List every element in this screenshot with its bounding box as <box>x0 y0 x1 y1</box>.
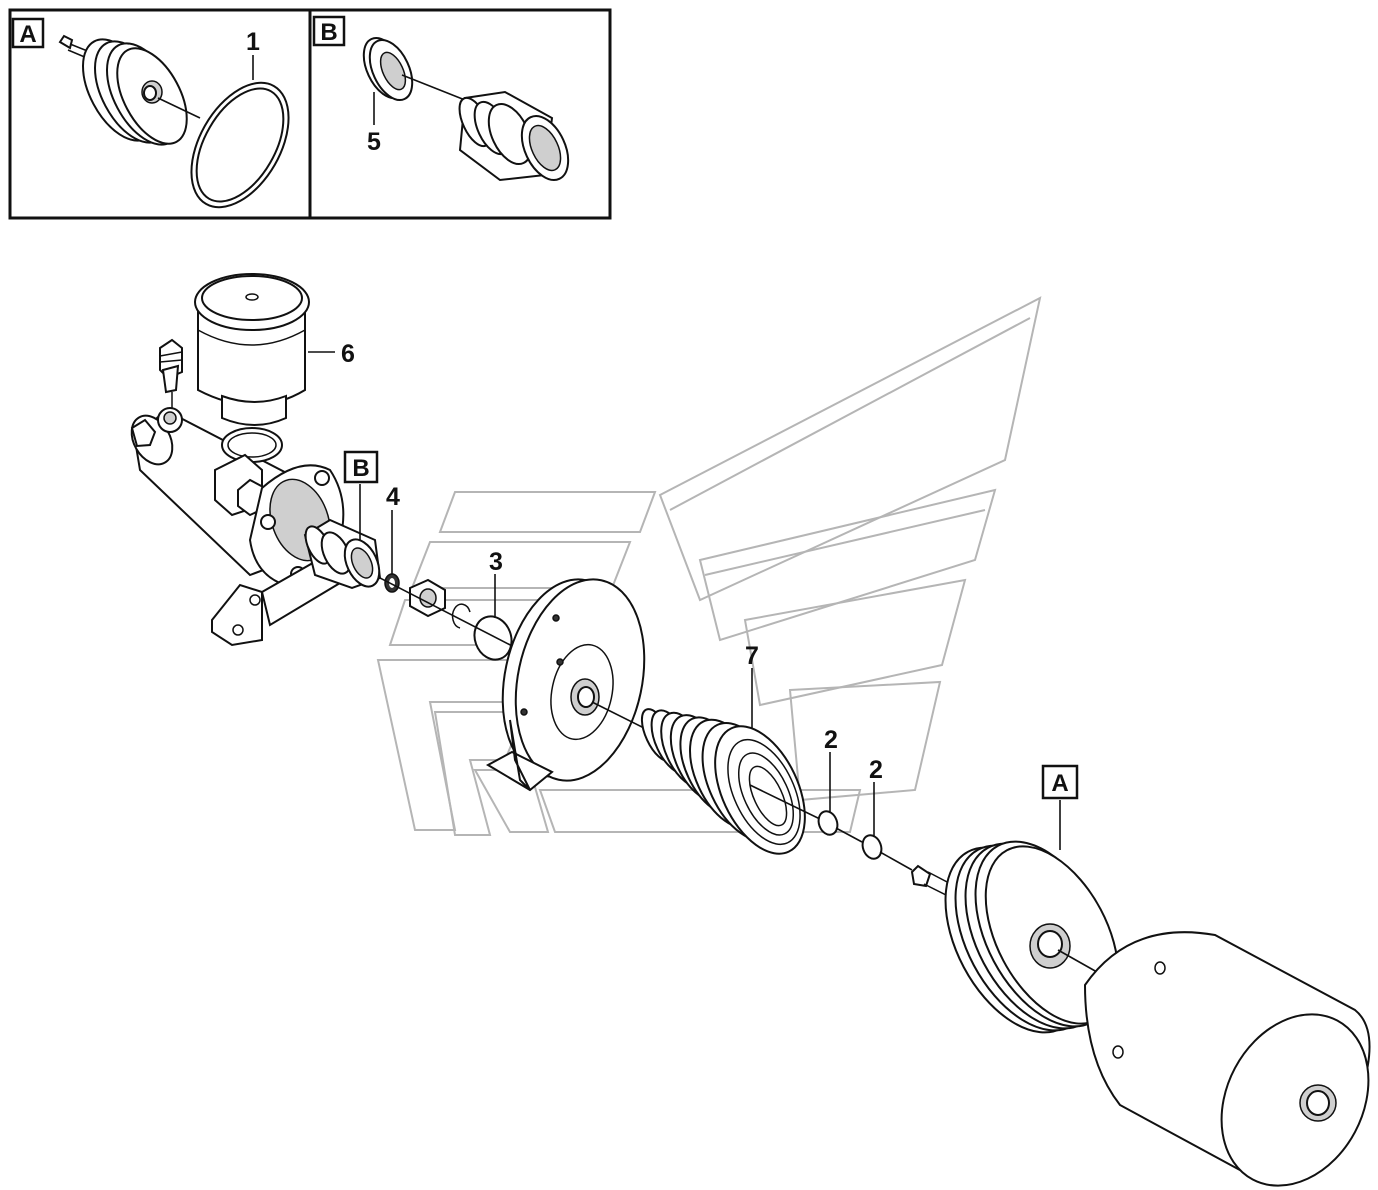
detail-b-letter: B <box>320 19 337 46</box>
detail-a-letter: A <box>19 21 36 48</box>
ref-a-letter: A <box>1051 770 1068 797</box>
o-ring-2a <box>817 810 839 836</box>
detail-a-seal-ring <box>190 81 290 209</box>
circlip <box>451 603 471 629</box>
detail-frame-b <box>308 8 612 220</box>
axis-line-3 <box>879 851 913 871</box>
leader-lines <box>252 55 1061 850</box>
return-spring <box>640 708 823 855</box>
part-label-7: 7 <box>745 642 759 670</box>
ref-b-callout: B <box>343 450 379 484</box>
snap-ring-4 <box>384 573 400 593</box>
o-ring-2b <box>861 834 883 860</box>
hex-nut <box>409 578 446 618</box>
front-housing-plate <box>485 578 649 792</box>
axis-line-1 <box>379 577 521 651</box>
detail-b-callout: B <box>312 15 346 47</box>
o-ring-3 <box>473 615 513 661</box>
detail-a-piston <box>58 34 201 146</box>
part-label-6: 6 <box>341 340 355 368</box>
part-label-4: 4 <box>386 483 400 511</box>
detail-b-cup-seal <box>362 37 466 101</box>
part-label-3: 3 <box>489 548 503 576</box>
detail-a-callout: A <box>11 17 45 49</box>
rear-housing <box>1083 931 1371 1187</box>
fluid-reservoir <box>194 273 310 426</box>
part-label-1: 1 <box>246 28 260 56</box>
part-label-2a: 2 <box>824 726 838 754</box>
ref-b-letter: B <box>352 455 369 482</box>
bleed-nipple <box>159 338 183 410</box>
part-label-5: 5 <box>367 128 381 156</box>
part-label-2b: 2 <box>869 756 883 784</box>
detail-b-plunger <box>458 90 570 182</box>
ref-a-callout: A <box>1041 764 1079 800</box>
plunger-assembly <box>303 518 382 590</box>
axis-line-2 <box>835 827 863 843</box>
diaphragm-piston <box>910 840 1121 1034</box>
